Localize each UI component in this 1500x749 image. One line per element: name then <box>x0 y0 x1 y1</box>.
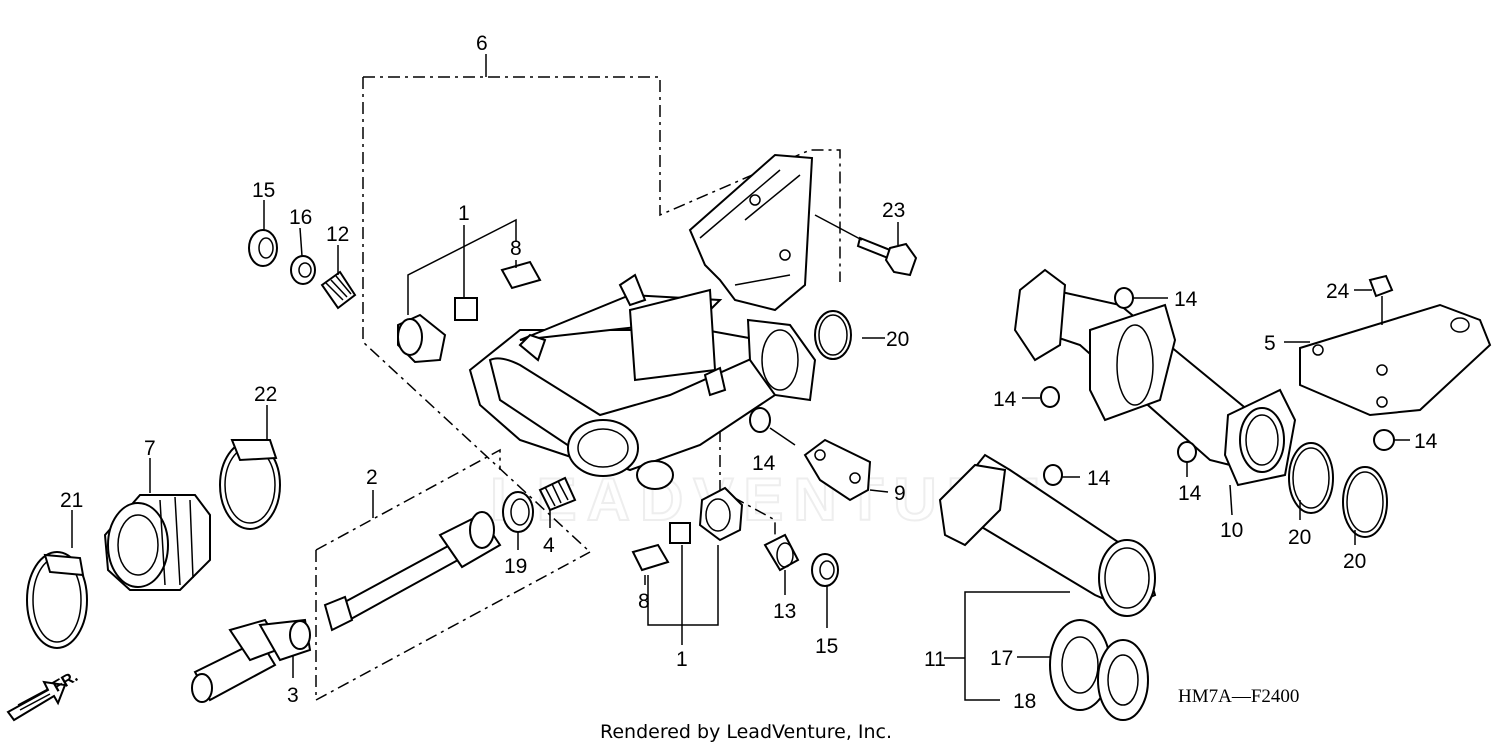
part-11-bracket <box>964 591 1070 701</box>
callout-14-b: 14 <box>1174 288 1198 311</box>
part-18-seal <box>1097 639 1149 721</box>
part-2-bracket <box>315 448 501 551</box>
part-15-nut <box>248 229 278 267</box>
part-9-bracket <box>803 438 872 502</box>
callout-20-c: 20 <box>1343 550 1366 573</box>
swingarm <box>468 153 817 490</box>
part-8-label-upper <box>500 260 542 290</box>
callout-20: 20 <box>886 328 909 351</box>
callout-15-lower: 15 <box>815 635 838 658</box>
part-14-nut-f <box>1373 429 1395 451</box>
callout-20-b: 20 <box>1288 526 1311 549</box>
callout-8-lower: 8 <box>638 590 650 613</box>
part-24-bolt <box>1368 274 1394 325</box>
callout-23: 23 <box>882 199 905 222</box>
callout-4: 4 <box>543 534 555 557</box>
part-14-nut-e <box>1177 441 1197 463</box>
part-10-axle-housing <box>1013 268 1297 487</box>
part-23-bolt <box>856 236 918 277</box>
callout-12: 12 <box>326 223 349 246</box>
render-credit: Rendered by LeadVenture, Inc. <box>600 721 892 743</box>
part-12-adjuster <box>320 270 357 310</box>
callout-19: 19 <box>504 555 527 578</box>
callout-16: 16 <box>289 206 312 229</box>
callout-15: 15 <box>252 179 275 202</box>
part-11-axle-tube <box>938 453 1157 617</box>
part-19-seal <box>502 491 534 533</box>
part-15-nut-lower <box>811 553 839 587</box>
callout-6: 6 <box>476 32 488 55</box>
part-16-washer <box>290 255 316 285</box>
part-1-upper-bracket <box>407 218 517 315</box>
part-20-oring-c <box>1342 466 1388 538</box>
callout-1-lower: 1 <box>676 648 688 671</box>
part-22-clamp <box>219 439 281 530</box>
callout-2: 2 <box>366 466 378 489</box>
label-square-lower <box>669 522 691 544</box>
part-5-bracket <box>1299 303 1492 417</box>
callout-14-swingarm: 14 <box>752 452 776 475</box>
front-direction-arrow: FR. <box>6 668 81 722</box>
callout-18: 18 <box>1013 690 1036 713</box>
callout-14-c: 14 <box>993 388 1017 411</box>
part-14-nut-b <box>1114 287 1134 309</box>
callout-24: 24 <box>1326 280 1350 303</box>
callout-14-f: 14 <box>1414 430 1438 453</box>
callout-9: 9 <box>894 482 906 505</box>
part-1-bushing-upper <box>397 313 447 364</box>
callout-7: 7 <box>144 437 156 460</box>
diagram-code: HM7A—F2400 <box>1178 686 1299 707</box>
callout-17: 17 <box>990 647 1013 670</box>
callout-22: 22 <box>254 383 277 406</box>
part-2-driveshaft <box>323 511 502 632</box>
callouts: 6 15 16 12 1 8 23 20 22 7 21 2 19 4 3 8 … <box>60 32 1438 713</box>
label-square-upper <box>454 297 478 321</box>
part-8-label-lower <box>631 543 670 572</box>
part-13-fitting <box>763 533 800 572</box>
part-1-bushing-lower <box>698 486 744 542</box>
callout-1: 1 <box>458 202 470 225</box>
part-21-clamp <box>26 551 88 649</box>
callout-14-e: 14 <box>1178 482 1202 505</box>
part-14-nut-d <box>1043 464 1063 486</box>
callout-5: 5 <box>1264 332 1276 355</box>
callout-13: 13 <box>773 600 796 623</box>
callout-8: 8 <box>510 237 522 260</box>
callout-11: 11 <box>924 648 946 671</box>
part-3-ujoint <box>191 618 312 703</box>
part-4-spring <box>538 476 577 512</box>
part-1-lower-bracket <box>647 545 719 626</box>
part-7-boot <box>103 494 211 591</box>
part-20-oring-a <box>814 310 852 360</box>
part-20-oring-b <box>1288 442 1334 514</box>
callout-14-d: 14 <box>1087 467 1111 490</box>
part-14-nut-c <box>1040 386 1060 408</box>
part-14-nut-a <box>749 407 771 433</box>
callout-21: 21 <box>60 489 83 512</box>
callout-3: 3 <box>287 684 299 707</box>
callout-10: 10 <box>1220 519 1243 542</box>
